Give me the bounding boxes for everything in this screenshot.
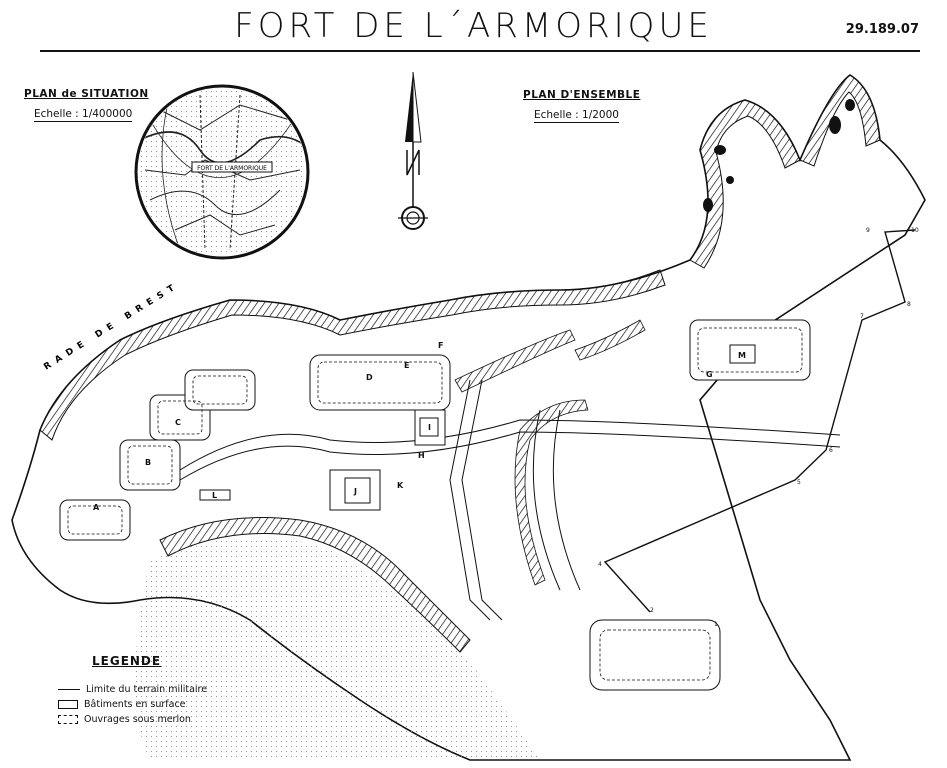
cliff-hatching-northeast	[799, 74, 881, 167]
cliff-hatching-east	[689, 99, 801, 269]
rock-outcrops	[703, 99, 855, 212]
surface-buildings	[199, 344, 756, 504]
legend-label: Ouvrages sous merlon	[84, 714, 191, 725]
building-label-g: G	[706, 370, 713, 379]
map-title: FORT DE L´ARMORIQUE	[234, 6, 713, 46]
boundary-marker-5: 5	[797, 479, 801, 486]
north-arrow-icon	[398, 71, 428, 230]
building-label-j: J	[353, 487, 357, 496]
building-label-l: L	[212, 491, 217, 500]
underground-works	[67, 327, 803, 681]
legend-item-underground-works: Ouvrages sous merlon	[58, 714, 191, 725]
boundary-marker-7: 7	[860, 313, 864, 320]
legend-item-surface-buildings: Bâtiments en surface	[58, 699, 186, 710]
reference-number: 29.189.07	[845, 22, 919, 37]
situation-inset-map: FORT DE L'ARMORIQUE	[134, 84, 310, 260]
building-label-b: B	[145, 458, 151, 467]
building-label-c: C	[175, 418, 181, 427]
fort-roads	[179, 379, 841, 621]
building-label-f: F	[438, 341, 443, 350]
embankments	[454, 319, 646, 586]
building-label-h: H	[418, 451, 425, 460]
legend-title: LEGENDE	[92, 654, 162, 668]
building-label-a: A	[93, 503, 100, 512]
boundary-marker-8: 8	[907, 301, 911, 308]
boundary-marker-4: 4	[598, 561, 602, 568]
boundary-marker-2: 2	[650, 607, 654, 614]
cliff-hatching-south	[159, 517, 471, 653]
boundary-marker-1: 1	[714, 621, 718, 628]
fortification-works	[59, 319, 811, 691]
cliff-hatching-north	[39, 269, 666, 441]
legend-label: Limite du terrain militaire	[86, 684, 208, 695]
situation-scale: Echelle : 1/400000	[34, 108, 133, 122]
situation-caption: PLAN de SITUATION	[24, 88, 149, 100]
title-rule	[40, 50, 920, 52]
building-label-k: K	[397, 481, 404, 490]
ensemble-caption: PLAN D'ENSEMBLE	[523, 89, 641, 101]
legend-dashed-swatch	[58, 715, 78, 724]
boundary-marker-6: 6	[829, 447, 833, 454]
inset-fort-label: FORT DE L'ARMORIQUE	[197, 165, 267, 172]
military-boundary-line	[603, 229, 916, 613]
beach-area	[135, 537, 540, 760]
legend-box-swatch	[58, 700, 78, 709]
building-label-i: I	[428, 423, 431, 432]
legend-line-swatch	[58, 689, 80, 690]
legend-label: Bâtiments en surface	[84, 699, 186, 710]
building-label-d: D	[366, 373, 373, 382]
legend-item-boundary: Limite du terrain militaire	[58, 684, 207, 695]
boundary-marker-9: 9	[866, 227, 870, 234]
ensemble-scale: Echelle : 1/2000	[534, 109, 619, 123]
building-label-e: E	[404, 361, 409, 370]
boundary-marker-10: 10	[911, 227, 919, 234]
building-label-m: M	[738, 351, 746, 360]
